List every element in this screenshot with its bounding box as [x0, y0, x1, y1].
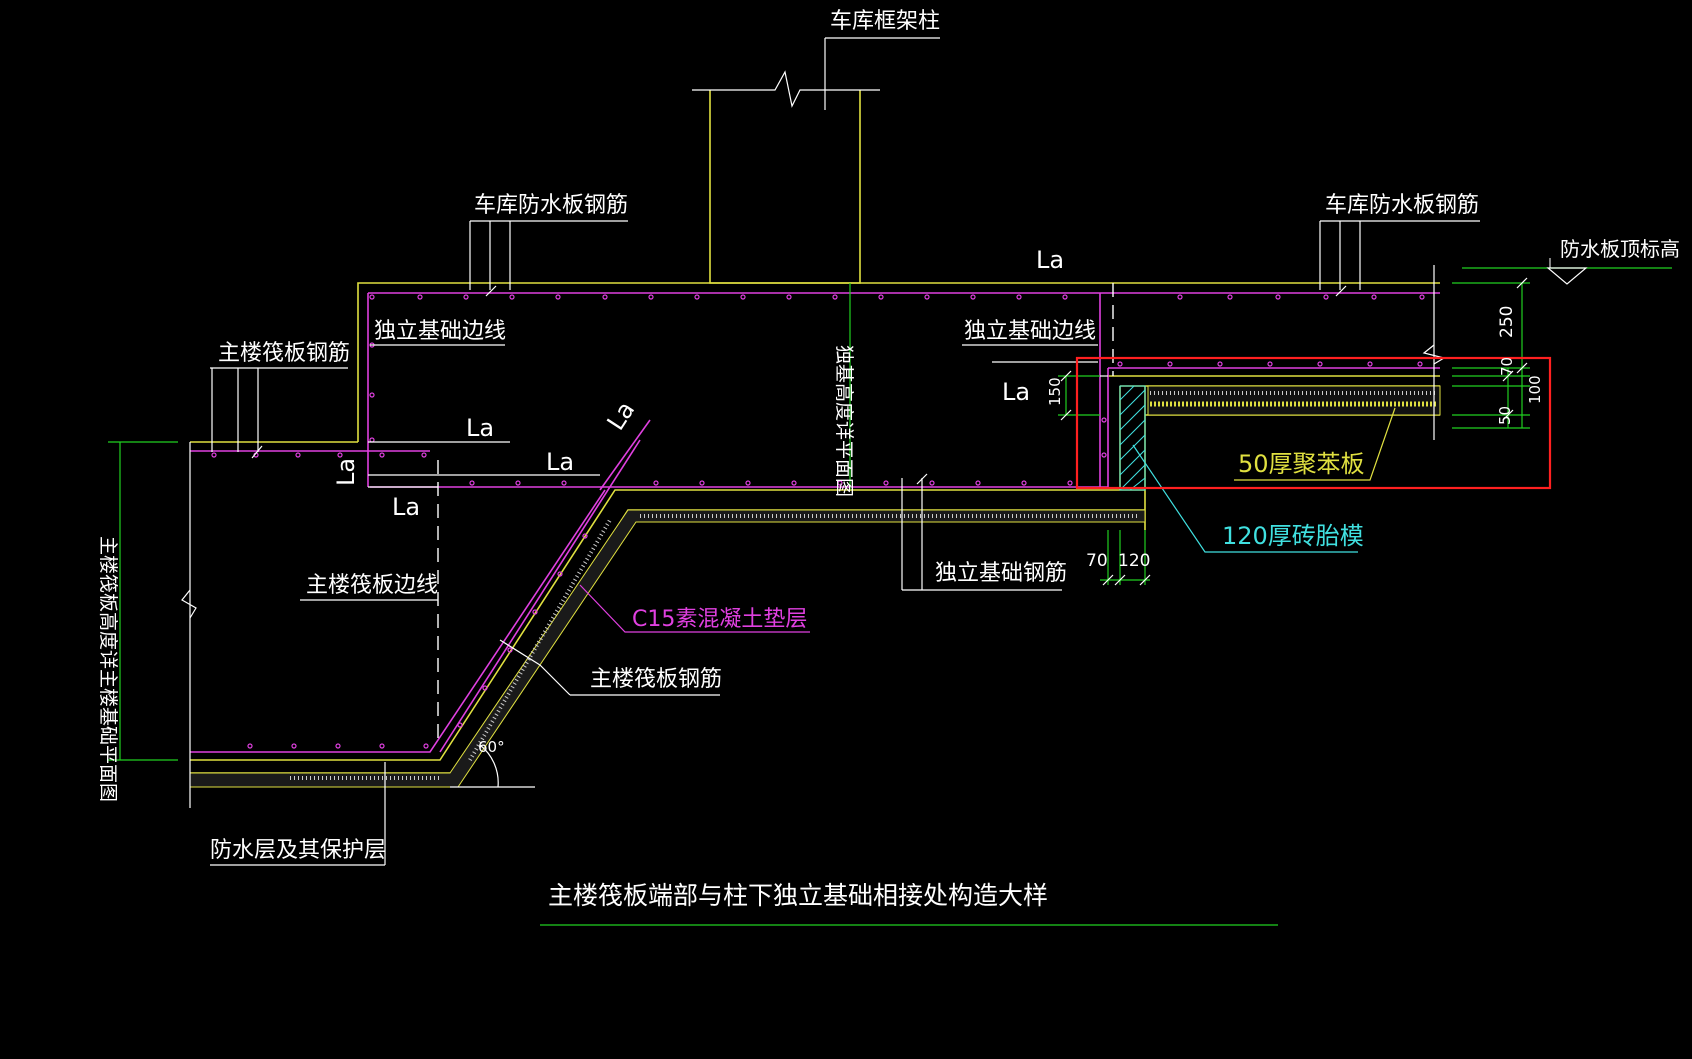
label-brick-mold: 120厚砖胎模 — [1222, 522, 1364, 550]
la-label: La — [602, 396, 641, 435]
highlight-box — [1075, 356, 1552, 490]
concrete-outline — [190, 90, 1440, 788]
polystyrene-leader — [1234, 407, 1396, 481]
label-polystyrene: 50厚聚苯板 — [1238, 450, 1365, 478]
label-garage-column: 车库框架柱 — [830, 9, 940, 34]
label-iso-found-edge-right: 独立基础边线 — [964, 319, 1096, 344]
dimension-ticks — [1060, 277, 1528, 586]
la-label: La — [332, 458, 360, 486]
brick-mold-hatch — [1119, 385, 1146, 491]
label-main-raft-rebar-top: 主楼筏板钢筋 — [218, 341, 350, 366]
dim-250: 250 — [1497, 306, 1517, 338]
label-garage-slab-rebar-left: 车库防水板钢筋 — [474, 193, 628, 218]
label-slab-top-elev: 防水板顶标高 — [1560, 237, 1680, 261]
la-label: La — [466, 414, 494, 442]
la-label: La — [1036, 246, 1064, 274]
la-label: La — [546, 448, 574, 476]
la-label: La — [392, 493, 420, 521]
leader-lines — [181, 37, 1480, 866]
label-main-raft-rebar-slope: 主楼筏板钢筋 — [590, 667, 722, 692]
dim-150: 150 — [1046, 377, 1064, 406]
c15-leader — [579, 584, 810, 633]
label-drawing-title: 主楼筏板端部与柱下独立基础相接处构造大样 — [548, 881, 1048, 910]
dim-70-right: 70 — [1498, 357, 1516, 376]
polystyrene-board — [1147, 385, 1441, 416]
label-iso-found-height: 独基高度详平面图 — [833, 345, 855, 497]
dim-70-bottom: 70 — [1086, 551, 1108, 571]
label-garage-slab-rebar-right: 车库防水板钢筋 — [1325, 193, 1479, 218]
label-c15-cushion: C15素混凝土垫层 — [632, 607, 807, 632]
dim-100: 100 — [1526, 375, 1544, 404]
c15-cushion-band — [189, 509, 1146, 788]
label-iso-found-edge-left: 独立基础边线 — [374, 319, 506, 344]
rebar-lines — [190, 292, 1440, 753]
label-waterproof-layer: 防水层及其保护层 — [210, 838, 386, 863]
label-iso-found-rebar: 独立基础钢筋 — [935, 561, 1067, 586]
angle-60: 60° — [478, 738, 505, 756]
la-label: La — [1002, 378, 1030, 406]
brick-mold-leader — [1132, 444, 1358, 553]
dim-50: 50 — [1496, 406, 1514, 425]
label-main-raft-height: 主楼筏板高度详主楼基础平面图 — [97, 536, 119, 802]
dim-120: 120 — [1118, 551, 1150, 571]
label-main-raft-edge: 主楼筏板边线 — [306, 573, 438, 598]
elevation-symbol — [1546, 267, 1588, 285]
